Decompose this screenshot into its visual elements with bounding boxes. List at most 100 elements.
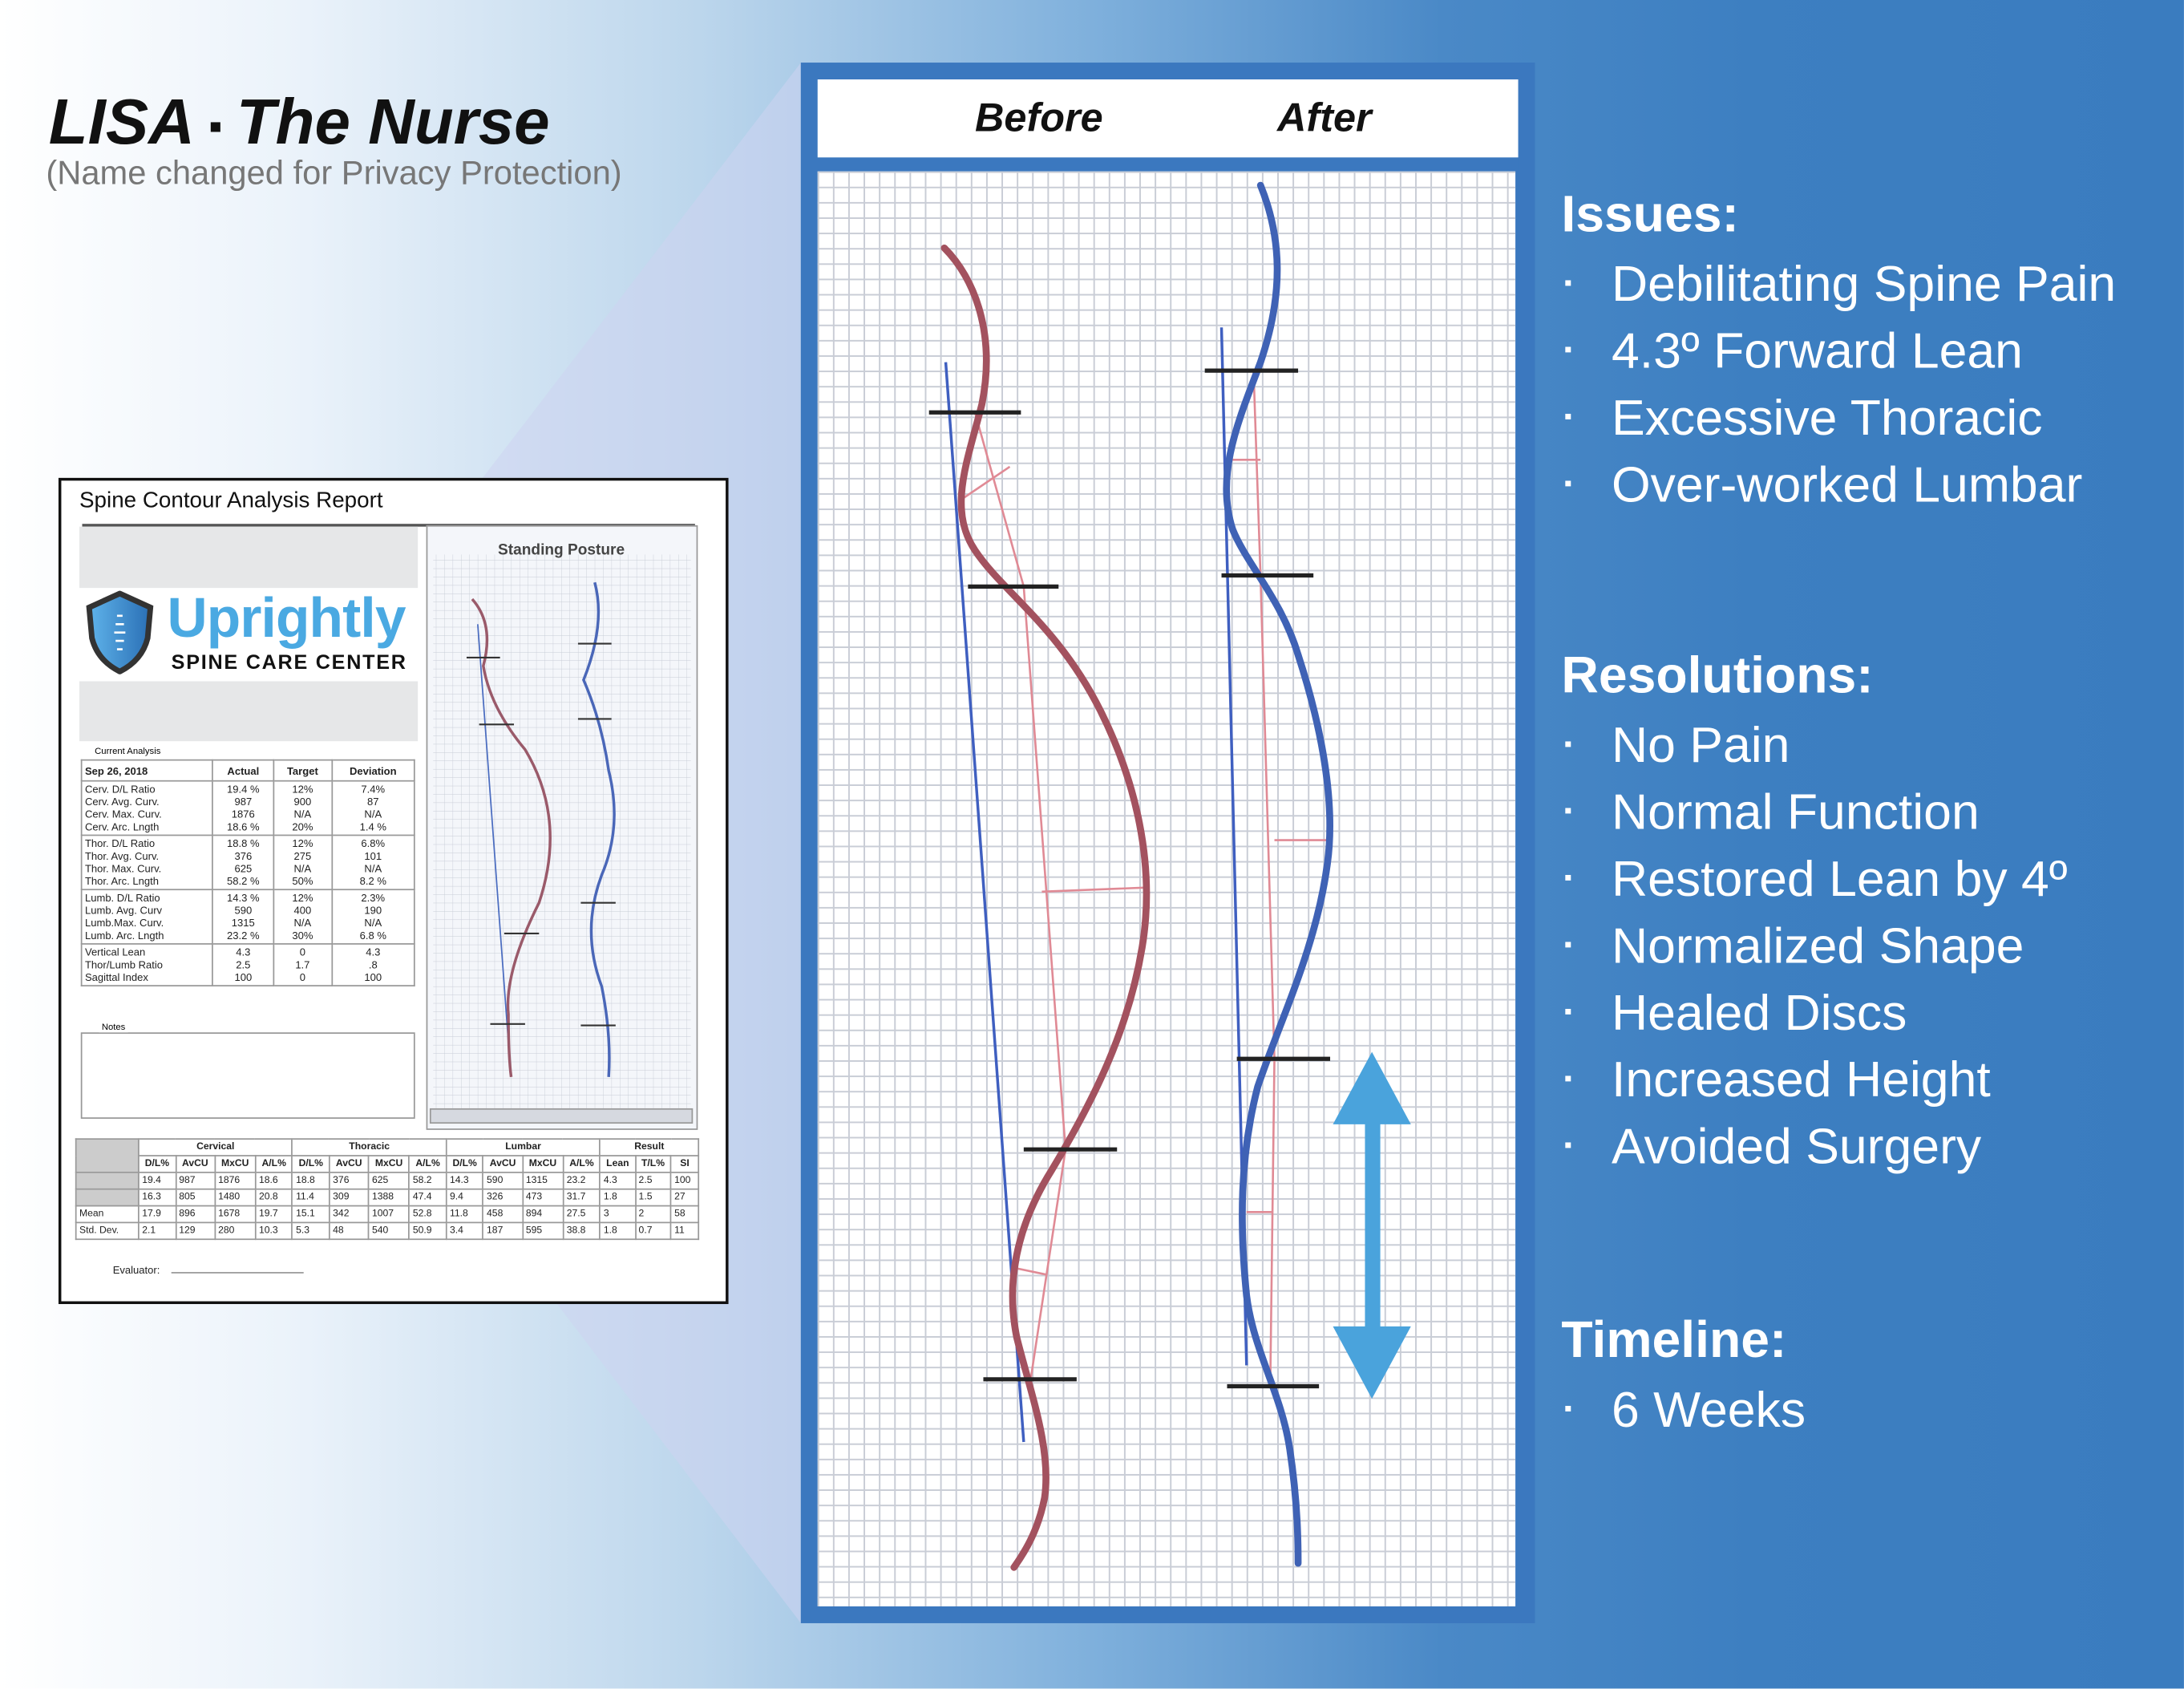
bullet-icon: ▪ [1563, 338, 1572, 363]
summary-cell: 280 [213, 1221, 257, 1241]
bullet-icon: ▪ [1563, 472, 1572, 496]
target-value: 30% [292, 929, 313, 942]
bullet-icon: ▪ [1563, 405, 1572, 430]
metric-label: Vertical Lean [84, 946, 146, 959]
evaluator-field: Evaluator: [113, 1264, 304, 1276]
resolutions-item-text: Increased Height [1611, 1050, 1991, 1108]
privacy-note: (Name changed for Privacy Protection) [46, 154, 622, 192]
metric-label: Thor. D/L Ratio [84, 837, 156, 850]
row-label [75, 1188, 140, 1207]
deviation-value: N/A [364, 862, 382, 875]
deviation-value: 87 [367, 795, 379, 808]
subheader: Lean [599, 1155, 637, 1173]
after-pink-guides [1228, 371, 1331, 1387]
target-value: N/A [293, 917, 312, 930]
group-header: Thoracic [291, 1138, 447, 1156]
vertebra-markers [928, 368, 1331, 1389]
redacted-block [79, 526, 419, 589]
metric-label: Sagittal Index [84, 970, 148, 984]
title-separator: ▪ [208, 104, 223, 148]
issues-item-text: Debilitating Spine Pain [1611, 254, 2117, 313]
resolutions-item-text: Normal Function [1611, 783, 1980, 840]
patient-name: LISA [48, 84, 195, 158]
summary-cell: 1.8 [599, 1221, 637, 1241]
deviation-value: 8.2 % [359, 874, 386, 888]
before-plumb-line [944, 362, 1025, 1443]
mini-after-curve [582, 581, 616, 1077]
resolutions-item: ▪No Pain [1561, 712, 2067, 779]
deviation-value: 100 [364, 970, 382, 984]
issues-heading: Issues: [1561, 185, 1739, 243]
resolutions-item-text: Restored Lean by 4º [1611, 849, 2068, 907]
notes-box: Notes [80, 1023, 415, 1119]
metric-label: Thor. Arc. Lngth [84, 874, 159, 888]
spine-report: Spine Contour Analysis Report Uprightly … [58, 477, 729, 1305]
issues-item: ▪4.3º Forward Lean [1561, 318, 2116, 384]
actual-value: 4.3 [236, 946, 251, 959]
resolutions-item: ▪Restored Lean by 4º [1561, 845, 2068, 912]
bullet-icon: ▪ [1563, 1397, 1572, 1421]
deviation-value: N/A [364, 917, 382, 930]
summary-cell: 473 [521, 1188, 564, 1207]
current-analysis-table: Sep 26, 2018 Actual Target Deviation Cer… [80, 759, 415, 986]
resolutions-item: ▪Normal Function [1561, 779, 2067, 845]
target-value: 0 [299, 970, 305, 984]
scrollbar[interactable] [429, 1108, 694, 1124]
summary-cell: 100 [669, 1171, 700, 1190]
analysis-caption: Current Analysis [95, 747, 161, 757]
resolutions-item-text: Healed Discs [1611, 983, 1907, 1041]
actual-value: 1315 [231, 917, 255, 930]
summary-cell: 38.8 [562, 1221, 601, 1241]
target-value: 900 [293, 795, 312, 808]
resolutions-section: Resolutions: ▪No Pain▪Normal Function▪Re… [1561, 645, 2067, 1180]
summary-cell: 48 [328, 1221, 370, 1241]
bullet-icon: ▪ [1563, 271, 1572, 296]
issues-item-text: Over-worked Lumbar [1611, 456, 2083, 513]
actual-value: 19.4 % [227, 783, 260, 796]
metric-label: Lumb.Max. Curv. [84, 917, 164, 930]
target-value: N/A [293, 808, 312, 821]
deviation-value: 2.3% [361, 891, 386, 905]
redacted-block [79, 681, 419, 742]
before-after-panel: Before After [800, 63, 1535, 1623]
resolutions-item-text: Normalized Shape [1611, 917, 2024, 974]
subheader: A/L% [254, 1155, 293, 1173]
deviation-value: 6.8 % [359, 929, 386, 942]
metric-label: Cerv. Max. Curv. [84, 808, 162, 821]
target-value: 12% [292, 837, 313, 850]
group-header: Cervical [137, 1138, 293, 1156]
after-label: After [1277, 95, 1372, 141]
metric-label: Lumb. Avg. Curv [84, 904, 163, 917]
summary-cell: 3 [599, 1205, 637, 1224]
summary-cell: 5.3 [291, 1221, 330, 1241]
before-pink-guides [957, 411, 1150, 1380]
target-value: 12% [292, 783, 313, 796]
bullet-icon: ▪ [1563, 1067, 1572, 1092]
logo-wordmark: Uprightly [167, 588, 406, 650]
redacted-cell [75, 1138, 140, 1173]
metric-label: Thor. Max. Curv. [84, 862, 162, 875]
summary-cell: 58 [669, 1205, 700, 1224]
summary-cell: 3.4 [445, 1221, 484, 1241]
actual-value: 987 [234, 795, 253, 808]
timeline-item-text: 6 Weeks [1611, 1380, 1806, 1438]
summary-cell: 15.1 [291, 1205, 330, 1224]
actual-value: 18.6 % [227, 820, 260, 833]
resolutions-item: ▪Normalized Shape [1561, 913, 2067, 979]
posture-title: Standing Posture [498, 541, 625, 558]
summary-cell: 11.8 [445, 1205, 484, 1224]
target-value: 50% [292, 874, 313, 888]
